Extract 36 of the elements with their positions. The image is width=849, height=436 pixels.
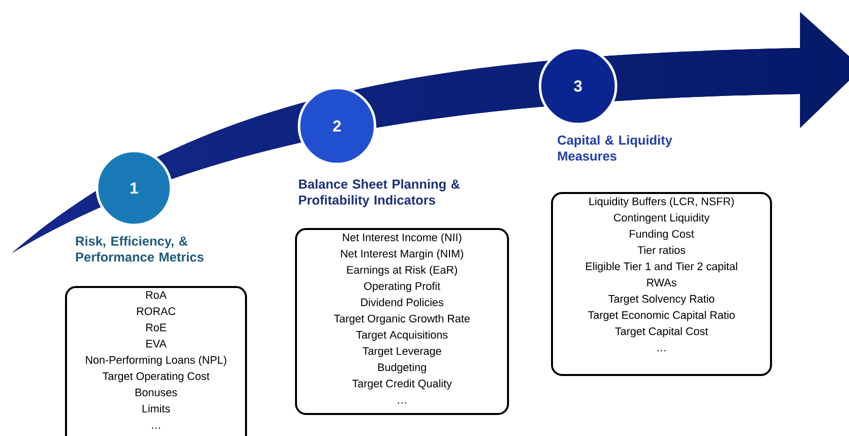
node-label: Non-Performing Loans (NPL) — [86, 356, 226, 366]
node-label: … — [152, 427, 160, 429]
node-label: Tier ratios — [638, 246, 686, 254]
node-label: Target Organic Growth Rate — [334, 314, 470, 325]
node-label: Earnings at Risk (EaR) — [347, 266, 458, 276]
node-label: Target Capital Cost — [615, 327, 708, 338]
node-label: Operating Profit — [364, 282, 440, 292]
node-label: EVA — [146, 340, 167, 348]
node-label: Target Solvency Ratio — [608, 294, 714, 305]
node-label: Target Operating Cost — [102, 372, 210, 382]
node-label: Target Credit Quality — [352, 379, 452, 390]
node-label: Dividend Policies — [361, 298, 444, 306]
metric-list-box: RoA RORAC RoE EVA Non-Performing Loans (NPL) Target Operating Cost Bonuses Limits … — [65, 286, 247, 436]
section-heading: Capital & Liquidity Measures — [558, 135, 672, 161]
metric-list-box: Net Interest Income (NII) Net Interest Margin (NIM) Earnings at Risk (EaR) Operating Profit Dividend Policies Target Organic Growth Rate Target Acquisitions Target Leverage Budgeting Target Credit Quality … — [295, 228, 509, 415]
node-label: Target Leverage — [362, 347, 442, 358]
node-label: Funding Cost — [630, 230, 694, 240]
section-heading: Risk, Efficiency, & Performance Metrics — [76, 236, 204, 262]
node-label: RoA — [146, 291, 167, 299]
node-label: Limits — [142, 404, 170, 413]
node-label: … — [658, 350, 666, 352]
node-label: Bonuses — [136, 388, 177, 396]
node-label: Liquidity Buffers (LCR, NSFR) — [589, 197, 734, 208]
node-label: RORAC — [137, 307, 176, 316]
section-heading: Balance Sheet Planning & Profitability Indicators — [299, 179, 460, 208]
node-label: Target Economic Capital Ratio — [588, 310, 735, 322]
node-label: Net Interest Income (NII) — [342, 233, 462, 244]
node-label: Net Interest Margin (NIM) — [341, 249, 464, 260]
node-label: Eligible Tier 1 and Tier 2 capital — [586, 262, 738, 272]
node-label: RoE — [146, 324, 166, 332]
node-label: Target Acquisitions — [356, 330, 448, 341]
metric-list-box: Liquidity Buffers (LCR, NSFR) Contingent Liquidity Funding Cost Tier ratios Eligible Tier 1 and Tier 2 capital RWAs Target Solvency Ratio Target Economic Capital Ratio Target Capital Cost … — [551, 192, 772, 376]
node-label: Budgeting — [378, 363, 426, 374]
node-label: … — [398, 402, 406, 404]
node-label: Contingent Liquidity — [614, 213, 710, 224]
node-label: RWAs — [647, 278, 676, 286]
